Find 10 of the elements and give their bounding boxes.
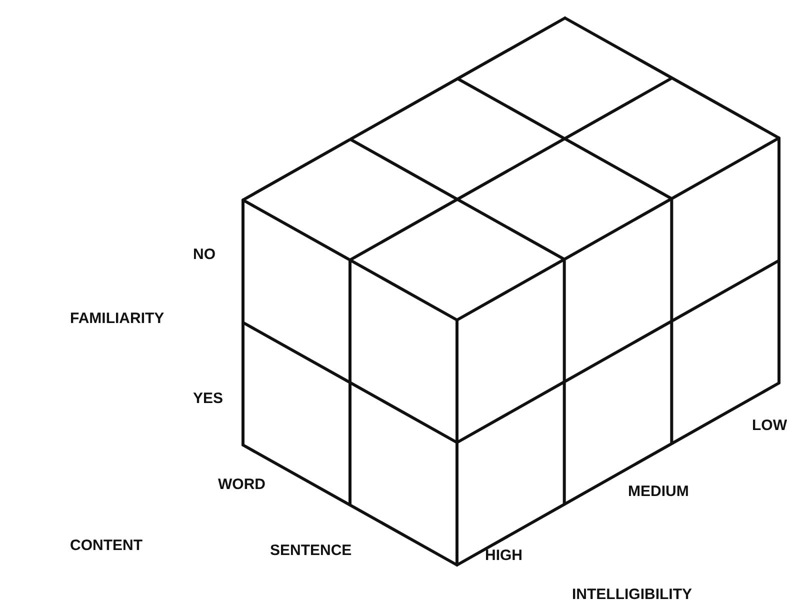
axis-label: CONTENT bbox=[70, 538, 142, 553]
axis-label: FAMILIARITY bbox=[70, 311, 164, 326]
axis-label: NO bbox=[193, 247, 216, 262]
axis-label: MEDIUM bbox=[628, 484, 689, 499]
axis-label: YES bbox=[193, 391, 224, 406]
axis-label: INTELLIGIBILITY bbox=[572, 587, 692, 602]
axis-label: SENTENCE bbox=[270, 543, 352, 558]
axis-label: WORD bbox=[218, 477, 266, 492]
axis-label: LOW bbox=[752, 418, 787, 433]
axis-label: HIGH bbox=[485, 548, 522, 563]
